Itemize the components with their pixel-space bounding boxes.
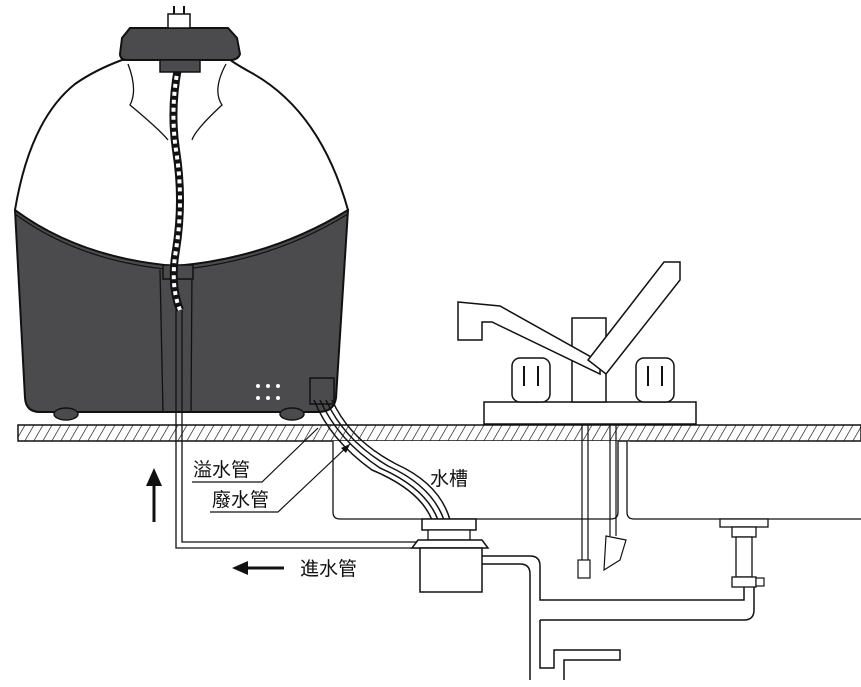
arrow-up-icon xyxy=(146,468,162,522)
inlet-pipe xyxy=(175,310,420,549)
inlet-pipe-label: 進水管 xyxy=(300,558,357,580)
waste-hose xyxy=(325,399,445,521)
waste-pipe-leader xyxy=(210,443,351,513)
faucet xyxy=(457,261,697,579)
drain-disposer xyxy=(410,518,490,593)
overflow-hose xyxy=(313,399,433,521)
sink-label: 水槽 xyxy=(430,468,468,490)
sink-basin-right xyxy=(626,441,861,520)
countertop xyxy=(17,424,861,442)
waste-pipe-label: 廢水管 xyxy=(212,489,269,511)
overflow-pipe-leader xyxy=(192,427,319,483)
right-drain xyxy=(719,518,769,588)
drain-pipe xyxy=(482,555,755,680)
arrow-left-icon xyxy=(232,561,284,575)
water-tank xyxy=(13,6,350,421)
overflow-pipe-label: 溢水管 xyxy=(193,459,250,481)
sink-basin-left xyxy=(332,441,619,520)
